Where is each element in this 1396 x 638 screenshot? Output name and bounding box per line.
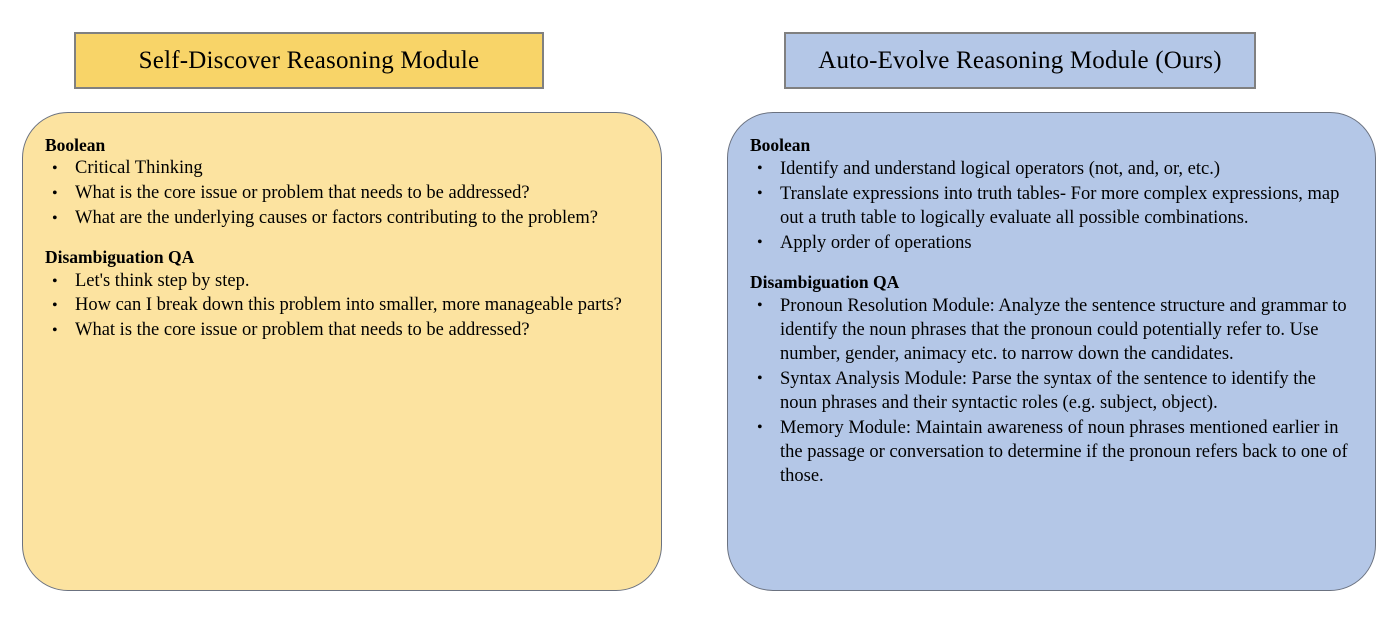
list-item: Memory Module: Maintain awareness of nou… xyxy=(750,416,1349,488)
section-title: Disambiguation QA xyxy=(45,247,195,268)
section-disambiguation-qa-auto-evolve: Disambiguation QA Pronoun Resolution Mod… xyxy=(750,272,1349,489)
section-boolean-auto-evolve: Boolean Identify and understand logical … xyxy=(750,135,1349,256)
list-item: Let's think step by step. xyxy=(45,270,635,294)
section-boolean-self-discover: Boolean Critical Thinking What is the co… xyxy=(45,135,635,230)
list-item: What is the core issue or problem that n… xyxy=(45,319,635,343)
section-title: Disambiguation QA xyxy=(750,271,900,292)
list-item: Critical Thinking xyxy=(45,157,635,181)
list-item: Identify and understand logical operator… xyxy=(750,157,1349,181)
header-self-discover: Self-Discover Reasoning Module xyxy=(74,32,544,89)
bullet-list: Pronoun Resolution Module: Analyze the s… xyxy=(750,294,1349,488)
section-title: Boolean xyxy=(45,135,106,155)
section-title: Boolean xyxy=(750,135,811,155)
list-item: Translate expressions into truth tables-… xyxy=(750,182,1349,230)
list-item: Pronoun Resolution Module: Analyze the s… xyxy=(750,294,1349,366)
bullet-list: Critical Thinking What is the core issue… xyxy=(45,157,635,230)
list-item: Apply order of operations xyxy=(750,231,1349,255)
bullet-list: Identify and understand logical operator… xyxy=(750,157,1349,255)
list-item: How can I break down this problem into s… xyxy=(45,294,635,318)
body-card-self-discover: Boolean Critical Thinking What is the co… xyxy=(22,112,662,591)
section-disambiguation-qa-self-discover: Disambiguation QA Let's think step by st… xyxy=(45,247,635,342)
list-item: Syntax Analysis Module: Parse the syntax… xyxy=(750,367,1349,415)
header-self-discover-label: Self-Discover Reasoning Module xyxy=(138,46,480,74)
header-auto-evolve-label: Auto-Evolve Reasoning Module (Ours) xyxy=(818,46,1222,74)
bullet-list: Let's think step by step. How can I brea… xyxy=(45,270,635,343)
body-card-auto-evolve: Boolean Identify and understand logical … xyxy=(727,112,1376,591)
list-item: What are the underlying causes or factor… xyxy=(45,207,635,231)
list-item: What is the core issue or problem that n… xyxy=(45,182,635,206)
header-auto-evolve: Auto-Evolve Reasoning Module (Ours) xyxy=(784,32,1256,89)
